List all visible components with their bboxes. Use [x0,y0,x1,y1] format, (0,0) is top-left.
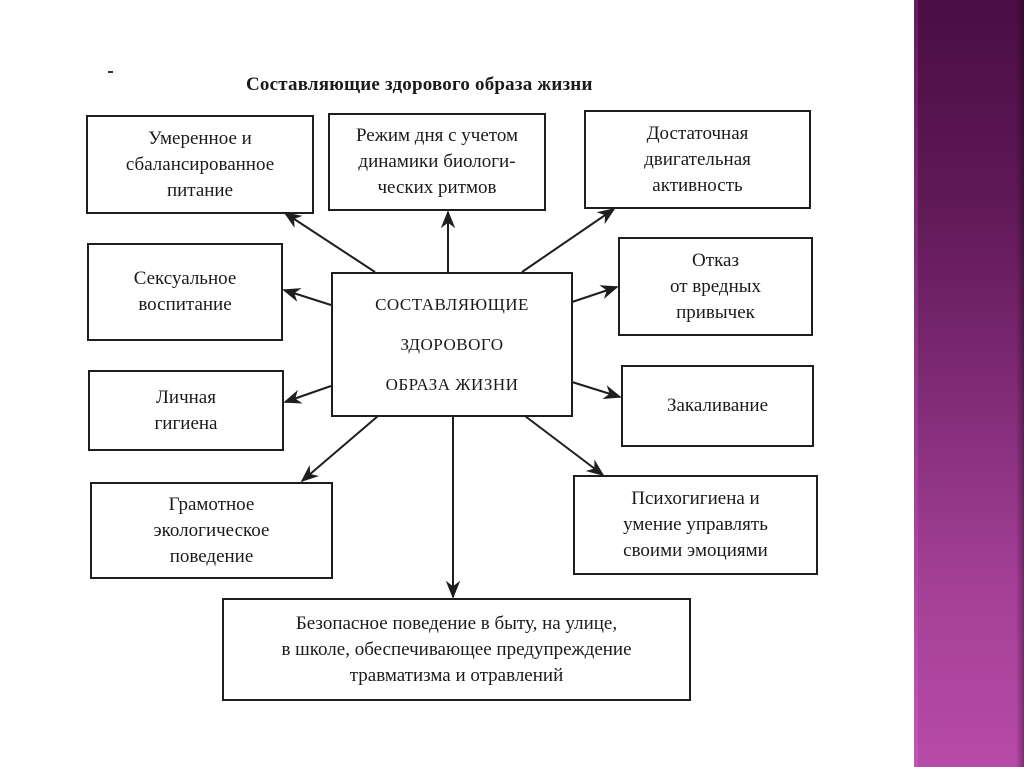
decorative-side-bar [914,0,1024,767]
side-bar-shadow [1016,0,1024,767]
node-center: СОСТАВЛЯЮЩИЕ ЗДОРОВОГО ОБРАЗА ЖИЗНИ [331,272,573,417]
arrow-to-nutrition [283,212,376,273]
arrow-to-hardening [571,381,622,400]
arrow-to-hygiene [283,385,332,404]
node-safety: Безопасное поведение в быту, на улице, в… [222,598,691,701]
diagram-title: Составляющие здорового образа жизни [246,74,593,95]
stray-mark [108,71,113,73]
node-hygiene: Личная гигиена [88,370,284,451]
arrow-to-bad-habits [571,285,619,303]
arrow-to-psychohygiene [524,415,605,477]
node-daily-regime: Режим дня с учетом динамики биологи- чес… [328,113,546,211]
node-nutrition: Умеренное и сбалансированное питание [86,115,314,214]
node-hardening: Закаливание [621,365,814,447]
node-psychohygiene: Психогигиена и умение управлять своими э… [573,475,818,575]
arrow-to-sex-education [282,288,332,306]
node-motor-activity: Достаточная двигательная активность [584,110,811,209]
side-bar-edge [914,0,918,767]
node-ecology: Грамотное экологическое поведение [90,482,333,579]
slide-canvas: Составляющие здорового образа жизни Умер… [86,71,818,701]
node-sex-education: Сексуальное воспитание [87,243,283,341]
arrow-to-ecology [300,415,379,483]
node-bad-habits: Отказ от вредных привычек [618,237,813,336]
arrow-to-motor-activity [521,207,616,273]
